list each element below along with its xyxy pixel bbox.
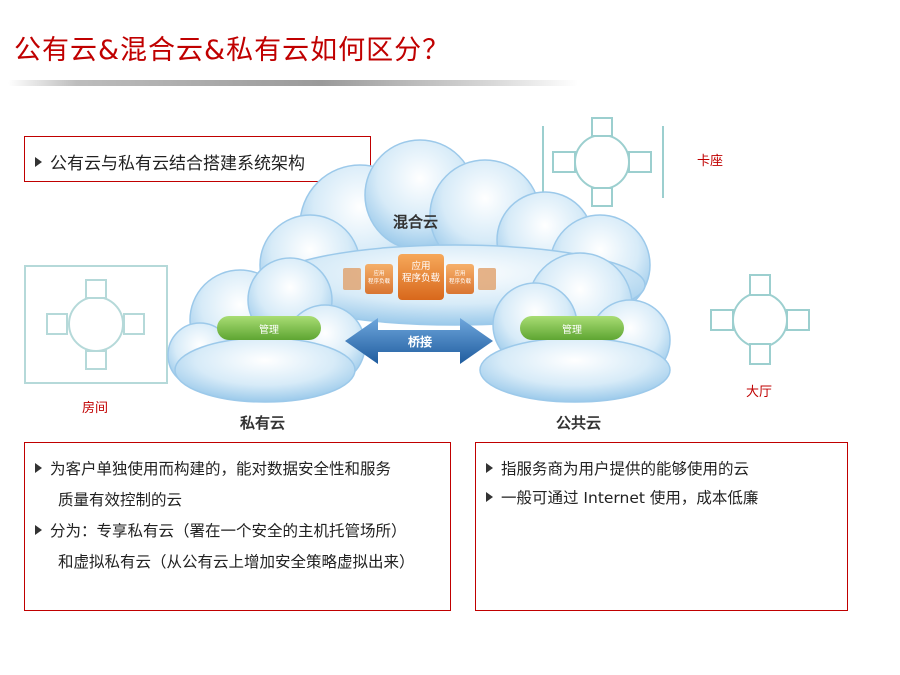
hybrid-cloud-label: 混合云 <box>393 213 439 231</box>
app-center-label: 应用 程序负载 <box>401 261 440 284</box>
bullet-arrow-icon <box>35 524 42 535</box>
private-desc-item-1-line-1: 为客户单独使用而构建的，能对数据安全性和服务 <box>35 457 391 479</box>
private-desc-item-2-line-2: 和虚拟私有云（从公有云上增加安全策略虚拟出来） <box>58 553 415 571</box>
app-side-label-right: 应用 程序负载 <box>448 271 471 285</box>
public-desc-item-1: 指服务商为用户提供的能够使用的云 <box>486 457 749 479</box>
private-cloud-description: 为客户单独使用而构建的，能对数据安全性和服务 质量有效控制的云 分为：专享私有云… <box>24 442 451 611</box>
bullet-arrow-icon <box>35 462 42 473</box>
hall-label: 大厅 <box>746 385 773 400</box>
page-title: 公有云&混合云&私有云如何区分？ <box>14 35 451 66</box>
section-heading-box: 公有云与私有云结合搭建系统架构 <box>24 136 371 182</box>
section-heading: 公有云与私有云结合搭建系统架构 <box>35 149 305 174</box>
manage-label-left: 管理 <box>259 325 279 336</box>
public-cloud-description: 指服务商为用户提供的能够使用的云 一般可通过 Internet 使用，成本低廉 <box>475 442 848 611</box>
title-divider <box>8 80 578 86</box>
app-box-side-4 <box>478 268 496 290</box>
bridge-label: 桥接 <box>407 335 432 349</box>
room-label: 房间 <box>82 401 109 416</box>
private-desc-item-1-line-2: 质量有效控制的云 <box>58 491 183 509</box>
private-desc-item-2-line-1: 分为：专享私有云（署在一个安全的主机托管场所） <box>35 519 407 541</box>
app-box-side-1 <box>343 268 361 290</box>
booth-label: 卡座 <box>697 154 724 169</box>
app-side-label-left: 应用 程序负载 <box>367 271 390 285</box>
manage-label-right: 管理 <box>562 325 582 336</box>
private-cloud-label: 私有云 <box>240 414 286 432</box>
bullet-arrow-icon <box>486 462 493 473</box>
bullet-arrow-icon <box>486 491 493 502</box>
section-heading-text: 公有云与私有云结合搭建系统架构 <box>50 154 305 174</box>
bullet-arrow-icon <box>35 157 42 167</box>
public-desc-item-2: 一般可通过 Internet 使用，成本低廉 <box>486 486 758 508</box>
public-cloud-label: 公共云 <box>556 414 602 432</box>
